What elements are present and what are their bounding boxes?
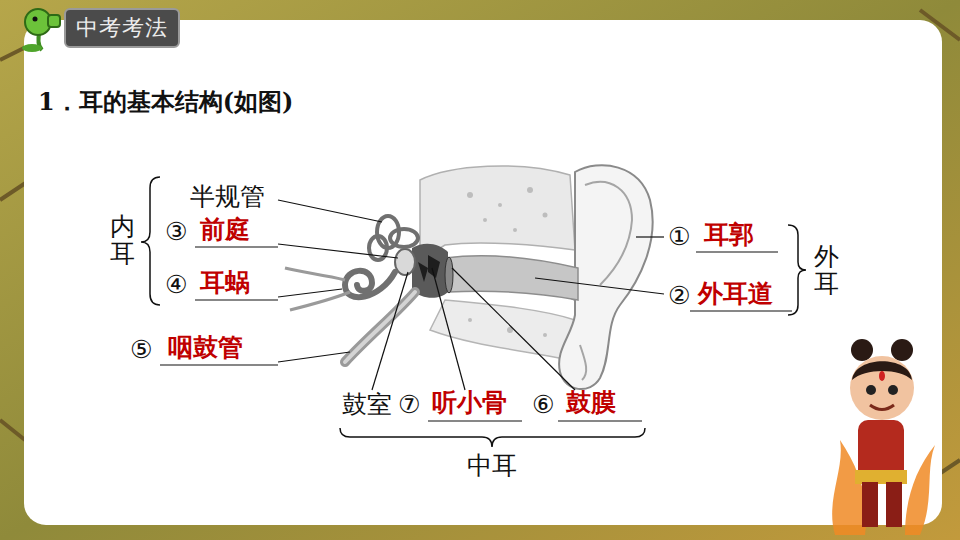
cochlea: [345, 271, 395, 297]
answer-text: 前庭: [200, 215, 250, 245]
cartoon-character: [832, 339, 935, 535]
character-eye: [888, 385, 898, 395]
plant-mouth: [48, 15, 60, 27]
slide-title: 1．耳的基本结构(如图): [38, 86, 293, 118]
character-mark: [879, 371, 885, 381]
semicircular-canal: [390, 229, 418, 247]
leader-line: [278, 200, 664, 390]
ossicles: [418, 255, 440, 282]
eustachian-tube-inner: [345, 292, 415, 362]
section-badge: 中考考法: [64, 8, 180, 48]
callout-number: ⑤: [130, 335, 152, 365]
auricle-fold: [585, 182, 632, 285]
character-eye: [866, 385, 876, 395]
earlobe-fold: [580, 345, 586, 380]
answer-text: 听小骨: [432, 388, 507, 418]
character-hair: [852, 361, 912, 380]
answer-text: 耳郭: [704, 220, 754, 250]
callout-number: ①: [668, 222, 690, 252]
part-name: 鼓室: [342, 390, 392, 420]
badge-text: 中考考法: [76, 15, 168, 40]
answer-text: 鼓膜: [566, 388, 616, 418]
callout-number: ③: [165, 217, 187, 247]
character-hair-bun: [891, 339, 913, 361]
vestibule: [395, 249, 415, 275]
ear-canal: [445, 256, 578, 300]
plant-icon: [22, 9, 60, 52]
character-hair-bun: [851, 339, 873, 361]
callout-number: ⑥: [532, 390, 554, 420]
character-mouth: [870, 405, 894, 410]
group-name: 中耳: [467, 451, 517, 481]
plant-eye: [33, 17, 38, 22]
group-name: 内耳: [110, 213, 135, 268]
answer-underline: [160, 247, 792, 421]
temporal-bone: [430, 300, 575, 360]
callout-number: ⑦: [398, 390, 420, 420]
group-name: 外耳: [814, 243, 839, 298]
plant-leaf: [22, 44, 42, 52]
eustachian-tube: [345, 292, 415, 362]
eardrum: [445, 257, 453, 293]
white-panel: [24, 20, 942, 525]
answer-text: 耳蜗: [200, 268, 250, 298]
temporal-bone: [420, 166, 575, 260]
brace: [141, 177, 806, 447]
character-belt: [855, 470, 907, 484]
character-head: [850, 356, 914, 420]
answer-text: 外耳道: [698, 279, 773, 309]
callout-number: ②: [668, 281, 690, 311]
callout-number: ④: [165, 270, 187, 300]
character-leg: [886, 482, 902, 527]
character-leg: [862, 482, 878, 527]
part-name: 半规管: [190, 182, 265, 212]
answer-text: 咽鼓管: [168, 333, 243, 363]
